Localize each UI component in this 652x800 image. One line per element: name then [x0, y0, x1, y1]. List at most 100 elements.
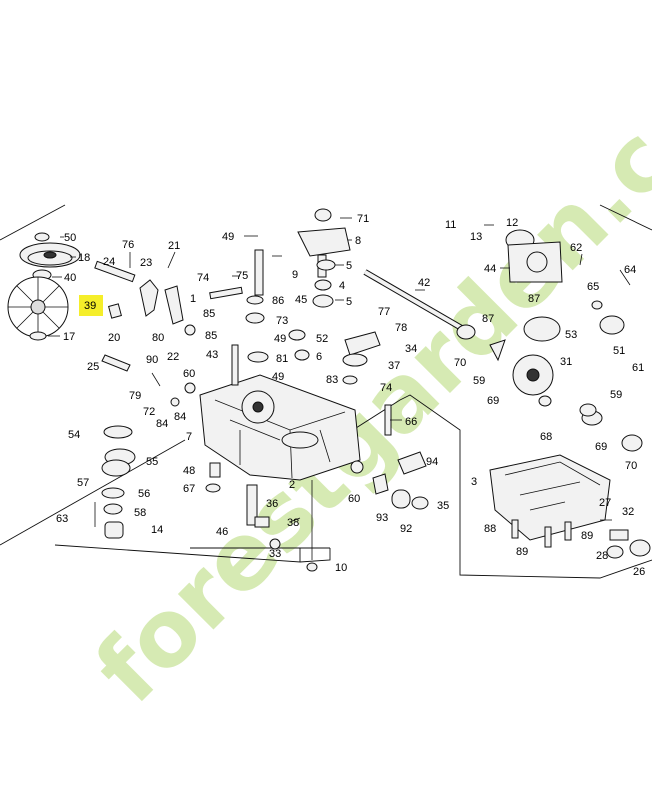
label-89: 89 [581, 530, 593, 542]
label-8: 8 [355, 235, 361, 247]
label-6: 6 [316, 351, 322, 363]
label-23: 23 [140, 257, 152, 269]
label-93: 93 [376, 512, 388, 524]
label-34: 34 [405, 343, 417, 355]
label-42: 42 [418, 277, 430, 289]
label-70b: 70 [625, 460, 637, 472]
label-69b: 69 [595, 441, 607, 453]
label-56: 56 [138, 488, 150, 500]
label-38: 38 [287, 517, 299, 529]
label-5b: 5 [346, 296, 352, 308]
fan-pulley-group [7, 232, 81, 341]
shift-assembly [288, 208, 429, 510]
label-72: 72 [143, 406, 155, 418]
label-59b: 59 [610, 389, 622, 401]
label-39: 39 [84, 300, 96, 312]
label-76: 76 [122, 239, 134, 251]
lower-case [489, 454, 651, 559]
label-79: 79 [129, 390, 141, 402]
label-49b: 49 [272, 371, 284, 383]
label-43: 43 [206, 349, 218, 361]
label-33: 33 [269, 548, 281, 560]
label-73: 73 [276, 315, 288, 327]
label-28: 28 [596, 550, 608, 562]
label-17: 17 [63, 331, 75, 343]
label-94: 94 [426, 456, 438, 468]
label-21: 21 [168, 240, 180, 252]
label-84: 84 [156, 418, 168, 430]
label-63: 63 [56, 513, 68, 525]
label-65: 65 [587, 281, 599, 293]
label-53: 53 [565, 329, 577, 341]
label-52: 52 [316, 333, 328, 345]
label-61: 61 [632, 362, 644, 374]
label-40: 40 [64, 272, 76, 284]
label-25: 25 [87, 361, 99, 373]
label-32: 32 [622, 506, 634, 518]
label-85: 85 [203, 308, 215, 320]
label-74b: 74 [380, 382, 392, 394]
label-37: 37 [388, 360, 400, 372]
label-14: 14 [151, 524, 163, 536]
label-12: 12 [506, 217, 518, 229]
label-18: 18 [78, 252, 90, 264]
label-69: 69 [487, 395, 499, 407]
label-31: 31 [560, 356, 572, 368]
label-1: 1 [190, 293, 196, 305]
label-58: 58 [134, 507, 146, 519]
label-66: 66 [405, 416, 417, 428]
label-81: 81 [276, 353, 288, 365]
label-60: 60 [183, 368, 195, 380]
label-68: 68 [540, 431, 552, 443]
highlight-box-39 [79, 295, 103, 316]
label-10: 10 [335, 562, 347, 574]
leader-lines [129, 217, 631, 523]
assembly-frames [0, 204, 652, 579]
label-26: 26 [633, 566, 645, 578]
label-55: 55 [146, 456, 158, 468]
label-85b: 85 [205, 330, 217, 342]
label-64: 64 [624, 264, 636, 276]
label-36: 36 [266, 498, 278, 510]
label-13: 13 [470, 231, 482, 243]
label-88: 88 [484, 523, 496, 535]
label-57: 57 [77, 477, 89, 489]
label-45: 45 [295, 294, 307, 306]
label-50: 50 [64, 232, 76, 244]
label-7: 7 [186, 431, 192, 443]
label-87: 87 [528, 293, 540, 305]
label-54: 54 [68, 429, 80, 441]
label-9: 9 [292, 269, 298, 281]
label-48: 48 [183, 465, 195, 477]
label-89b: 89 [516, 546, 528, 558]
label-92: 92 [400, 523, 412, 535]
label-3: 3 [471, 476, 477, 488]
label-80: 80 [152, 332, 164, 344]
label-11: 11 [445, 219, 456, 231]
label-5: 5 [346, 260, 352, 272]
cooling-fan [7, 276, 69, 338]
label-4: 4 [339, 280, 345, 292]
label-70: 70 [454, 357, 466, 369]
label-44: 44 [484, 263, 496, 275]
label-86: 86 [272, 295, 284, 307]
part-labels: 50 18 40 39 17 76 24 23 21 20 80 22 25 9… [56, 213, 645, 578]
linkage-parts [94, 260, 196, 539]
label-49c: 49 [274, 333, 286, 345]
label-71: 71 [357, 213, 369, 225]
label-78: 78 [395, 322, 407, 334]
label-62: 62 [570, 242, 582, 254]
label-84b: 84 [174, 411, 186, 423]
label-27: 27 [599, 497, 611, 509]
label-74: 74 [197, 272, 209, 284]
drive-shaft-group [363, 229, 643, 452]
label-83: 83 [326, 374, 338, 386]
label-24: 24 [103, 256, 115, 268]
label-60b: 60 [348, 493, 360, 505]
label-2: 2 [289, 479, 295, 491]
label-77: 77 [378, 306, 390, 318]
label-87b: 87 [482, 313, 494, 325]
label-51: 51 [613, 345, 625, 357]
label-67: 67 [183, 483, 195, 495]
